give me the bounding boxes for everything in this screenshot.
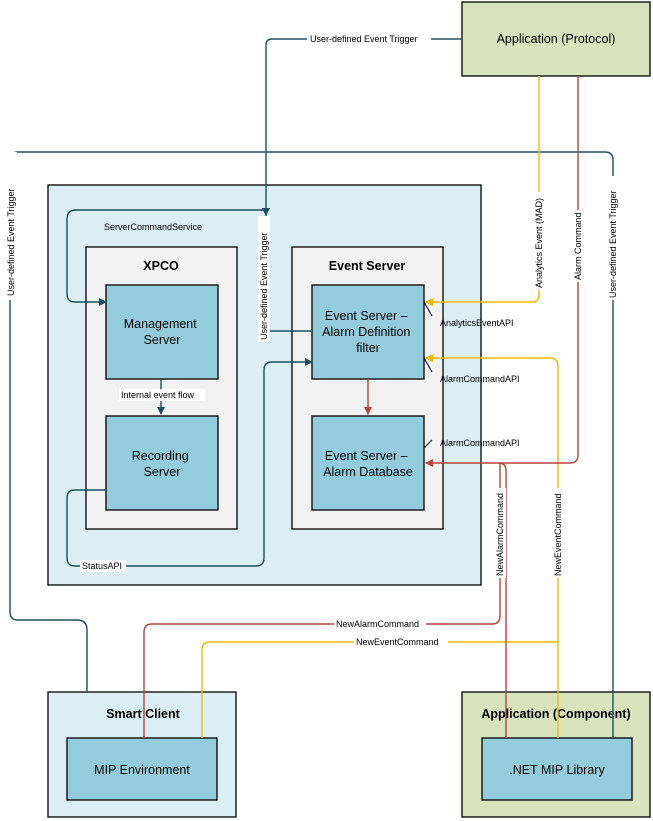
connector-servercommand-loop xyxy=(66,209,266,306)
mip-environment-label: MIP Environment xyxy=(94,763,190,777)
label-internal-event-flow: Internal event flow xyxy=(121,390,195,400)
application-protocol-title: Application (Protocol) xyxy=(497,32,616,46)
label-user-trigger-mid: User-defined Event Trigger xyxy=(259,232,269,340)
connector-alarm-command xyxy=(425,76,579,467)
connector-new-event-command xyxy=(201,641,558,738)
event-server-title: Event Server xyxy=(329,259,406,273)
management-server-label: Management Server xyxy=(124,317,200,347)
management-server-box: Management Server xyxy=(105,284,219,380)
label-new-event-command-vertical: NewEventCommand xyxy=(553,493,563,576)
label-alarm-command-api-2: AlarmCommandAPI xyxy=(440,438,520,448)
connector-user-trigger-top xyxy=(262,38,462,216)
xpco-title: XPCO xyxy=(143,259,179,273)
connector-analytics-event xyxy=(425,76,540,306)
connector-new-alarm-vertical xyxy=(497,462,507,738)
alarm-definition-filter-label: Event Server – Alarm Definition filter xyxy=(322,309,414,355)
application-protocol-box: Application (Protocol) xyxy=(461,1,651,77)
connector-labels: User-defined Event Trigger User-defined … xyxy=(5,33,619,648)
label-new-alarm-command-vertical: NewAlarmCommand xyxy=(495,493,505,576)
api-ticks xyxy=(423,301,433,449)
recording-server-label: Recording Server xyxy=(132,449,192,479)
application-component-title: Application (Component) xyxy=(481,707,630,721)
label-alarm-command: Alarm Command xyxy=(573,212,583,280)
mip-environment-box: MIP Environment xyxy=(66,737,218,801)
recording-server-box: Recording Server xyxy=(105,415,219,511)
label-status-api: StatusAPI xyxy=(82,561,122,571)
alarm-definition-filter-box: Event Server – Alarm Definition filter xyxy=(311,284,425,380)
connector-new-alarm-command xyxy=(143,463,501,738)
connector-user-trigger-loop xyxy=(9,151,614,738)
yellow-connectors xyxy=(201,76,559,738)
label-new-alarm-command-horizontal: NewAlarmCommand xyxy=(336,619,419,629)
label-user-trigger-right: User-defined Event Trigger xyxy=(608,190,618,298)
alarm-database-box: Event Server – Alarm Database xyxy=(311,415,425,511)
label-alarm-command-api-1: AlarmCommandAPI xyxy=(440,374,520,384)
net-mip-library-box: .NET MIP Library xyxy=(481,737,633,801)
alarm-database-label: Event Server – Alarm Database xyxy=(323,449,413,479)
label-user-trigger-top: User-defined Event Trigger xyxy=(310,34,418,44)
label-analytics-event: Analytics Event (MAD) xyxy=(534,198,544,288)
connector-status-api xyxy=(66,358,313,567)
server-command-service-label: ServerCommandService xyxy=(104,222,202,232)
red-connectors xyxy=(143,76,579,738)
connector-new-event-vertical xyxy=(425,354,559,738)
net-mip-library-label: .NET MIP Library xyxy=(509,763,605,777)
label-analytics-event-api: AnalyticsEventAPI xyxy=(440,318,514,328)
label-user-trigger-left: User-defined Event Trigger xyxy=(6,188,16,296)
label-new-event-command-horizontal: NewEventCommand xyxy=(356,637,439,647)
